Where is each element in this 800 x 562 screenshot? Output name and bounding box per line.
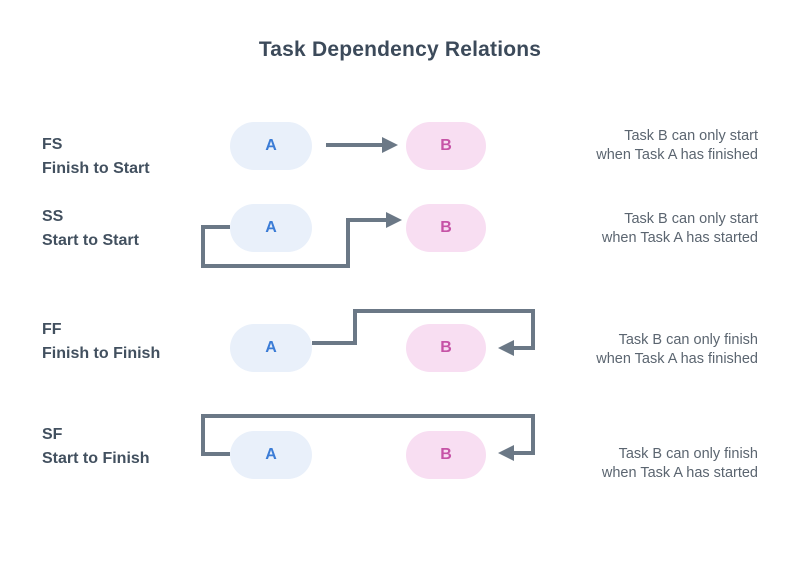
relation-label-fs: FS Finish to Start xyxy=(42,133,150,181)
relation-name: Start to Finish xyxy=(42,450,150,467)
task-a-pill: A xyxy=(230,204,312,252)
task-a-label: A xyxy=(265,137,277,154)
relation-description-sf: Task B can only finish when Task A has s… xyxy=(498,445,758,483)
description-line: Task B can only finish xyxy=(618,446,758,462)
finish-to-start-arrow-icon xyxy=(326,137,398,153)
relation-label-ss: SS Start to Start xyxy=(42,205,139,253)
relation-code: SF xyxy=(42,426,63,443)
task-a-pill: A xyxy=(230,324,312,372)
relation-name: Finish to Start xyxy=(42,160,150,177)
description-line: when Task A has started xyxy=(601,465,758,481)
task-b-pill: B xyxy=(406,204,486,252)
task-b-label: B xyxy=(440,219,452,236)
task-b-pill: B xyxy=(406,122,486,170)
description-line: Task B can only start xyxy=(624,128,758,144)
relation-name: Start to Start xyxy=(42,232,139,249)
relation-label-ff: FF Finish to Finish xyxy=(42,318,160,366)
relation-label-sf: SF Start to Finish xyxy=(42,423,150,471)
description-line: when Task A has started xyxy=(601,230,758,246)
task-b-label: B xyxy=(440,137,452,154)
task-b-label: B xyxy=(440,339,452,356)
description-line: when Task A has finished xyxy=(596,147,758,163)
task-a-pill: A xyxy=(230,431,312,479)
task-a-label: A xyxy=(265,219,277,236)
relation-description-ss: Task B can only start when Task A has st… xyxy=(498,210,758,248)
relation-description-ff: Task B can only finish when Task A has f… xyxy=(498,331,758,369)
task-b-pill: B xyxy=(406,431,486,479)
description-line: when Task A has finished xyxy=(596,351,758,367)
task-a-label: A xyxy=(265,339,277,356)
relation-code: FF xyxy=(42,321,62,338)
relation-code: SS xyxy=(42,208,64,225)
task-b-pill: B xyxy=(406,324,486,372)
task-b-label: B xyxy=(440,446,452,463)
description-line: Task B can only start xyxy=(624,211,758,227)
task-a-pill: A xyxy=(230,122,312,170)
relation-name: Finish to Finish xyxy=(42,345,161,362)
relation-description-fs: Task B can only start when Task A has fi… xyxy=(498,127,758,165)
page-title: Task Dependency Relations xyxy=(258,38,542,61)
relation-code: FS xyxy=(42,136,63,153)
task-a-label: A xyxy=(265,446,277,463)
description-line: Task B can only finish xyxy=(618,332,758,348)
